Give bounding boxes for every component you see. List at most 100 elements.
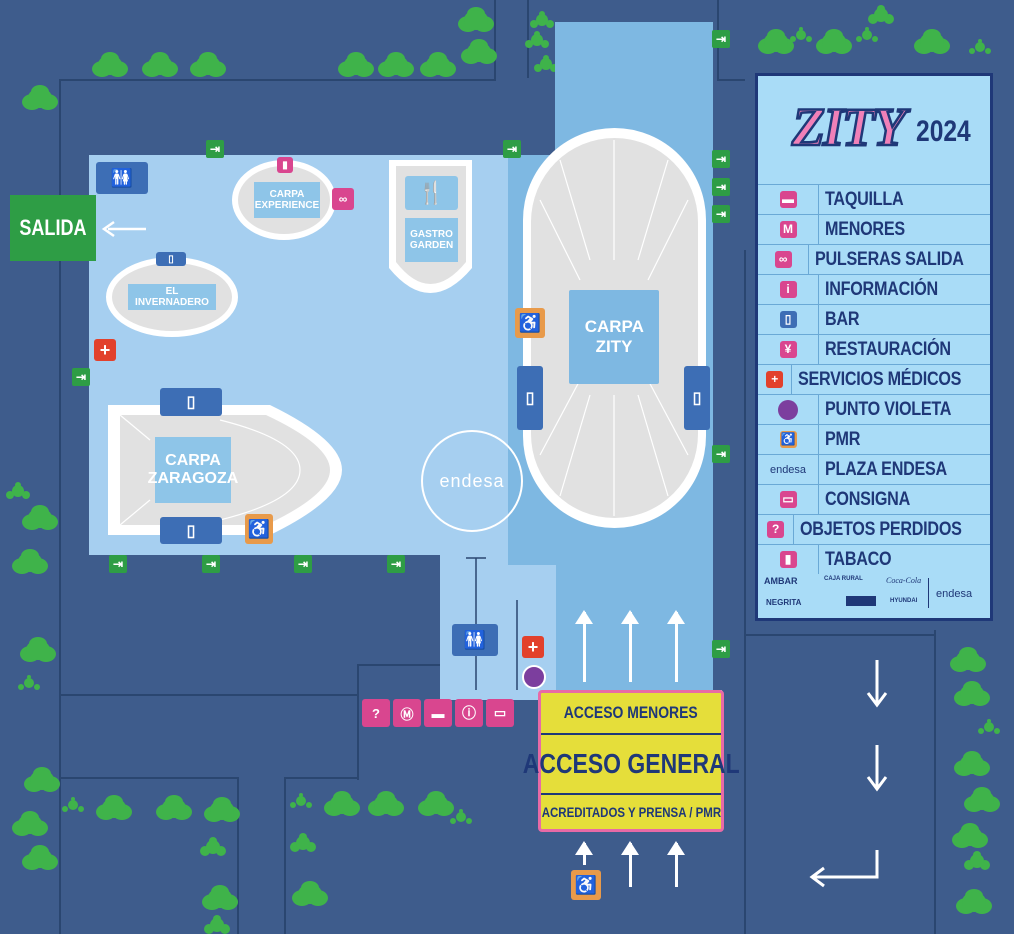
medical-cross-icon: + [522,636,544,658]
tree-icon [296,796,306,806]
sponsor-strip: AMBAR CAJA RURAL Coca-Cola NEGRITA HYUND… [758,576,990,618]
sponsor-hyundai: HYUNDAI [890,598,918,604]
cutlery-icon: 🍴 [405,176,458,210]
acceso-menores-label: ACCESO MENORES [563,703,698,722]
medical-cross-icon: + [94,339,116,361]
el-invernadero-label: EL INVERNADERO [128,284,216,310]
exit-salida-label: SALIDA [19,215,87,240]
restrooms-icon: 🚻 [96,162,148,194]
tree-icon [28,508,52,528]
carpa-zaragoza-label: CARPA ZARAGOZA [148,437,238,503]
tree-icon [18,814,42,834]
emergency-exit-icon: ⇥ [712,445,730,463]
tree-icon [30,770,54,790]
tree-icon [208,888,232,908]
beer-icon: ▯ [684,366,710,430]
tree-icon [456,812,466,822]
violet-point-icon [522,665,546,689]
beer-icon: ▯ [779,311,797,328]
tree-icon [962,892,986,912]
plaza-endesa-circle: endesa [421,430,523,532]
legend-row: ▮ TABACO [758,544,990,574]
m-badge-icon: Ⓜ [393,699,421,727]
tree-icon [98,55,122,75]
emergency-exit-icon: ⇥ [712,205,730,223]
legend-row: + SERVICIOS MÉDICOS [758,364,990,394]
tree-icon [540,58,552,70]
tree-icon [970,854,984,868]
entry-arrow-up-icon [575,610,593,682]
wheelchair-icon: ♿ [571,870,601,900]
tree-icon [464,10,488,30]
sponsor-caja: CAJA RURAL [824,576,863,582]
medical-cross-icon: + [766,371,784,388]
endesa-wordmark-icon: endesa [769,463,807,476]
cutlery-icon: ¥ [779,341,797,358]
legend-label: TABACO [825,548,892,570]
legend-label: CONSIGNA [825,488,910,510]
emergency-exit-icon: ⇥ [202,555,220,573]
tree-icon [862,30,872,40]
tree-icon [28,88,52,108]
access-gate-sign: ACCESO MENORES ACCESO GENERAL ACREDITADO… [523,690,739,832]
tree-icon [206,840,220,854]
endesa-wordmark: endesa [439,470,505,491]
tree-icon [374,794,398,814]
legend-label: BAR [825,308,860,330]
entry-arrow-up-icon [667,841,685,887]
legend-label: RESTAURACIÓN [825,338,951,360]
tree-icon [148,55,172,75]
emergency-exit-icon: ⇥ [712,178,730,196]
sponsor-endesa: endesa [936,588,973,600]
legend-label: MENORES [825,218,905,240]
violet-dot-icon [778,399,798,420]
ticket-icon: ▬ [424,699,452,727]
acreditados-prensa-label: ACREDITADOS Y PRENSA / PMR [541,804,721,820]
tree-icon [796,30,806,40]
tree-icon [467,42,491,62]
tree-icon [196,55,220,75]
legend-row: ∞PULSERAS SALIDA [758,244,990,274]
tree-icon [298,884,322,904]
legend-label: PLAZA ENDESA [825,458,947,480]
lost-found-icon: ? [767,521,785,538]
tree-icon [68,800,78,810]
emergency-exit-icon: ⇥ [712,640,730,658]
tree-icon [958,826,982,846]
tree-icon [426,55,450,75]
tobacco-icon: ▮ [779,551,797,568]
entry-arrow-up-icon [621,841,639,887]
tree-icon [822,32,846,52]
legend-row: ¥ RESTAURACIÓN [758,334,990,364]
tree-icon [960,684,984,704]
legend-label: PMR [825,428,861,450]
legend-label: TAQUILLA [825,188,904,210]
tree-icon [970,790,994,810]
legend-header: ZITY 2024 [758,76,990,184]
tree-icon [344,55,368,75]
sponsor-coca: Coca-Cola [886,576,922,585]
emergency-exit-icon: ⇥ [109,555,127,573]
legend-label: PULSERAS SALIDA [815,248,964,270]
tree-icon [764,32,788,52]
tree-icon [24,678,34,688]
legend-label: SERVICIOS MÉDICOS [798,368,962,390]
emergency-exit-icon: ⇥ [712,30,730,48]
beer-icon: ▯ [160,388,222,416]
emergency-exit-icon: ⇥ [294,555,312,573]
carpa-zity-label: CARPA ZITY [569,290,659,384]
tree-icon [102,798,126,818]
zity-logo: ZITY [791,96,907,159]
restrooms-icon: 🚻 [452,624,498,656]
exit-salida-sign[interactable]: SALIDA [10,195,96,261]
entry-arrow-up-icon [621,610,639,682]
wheelchair-icon: ♿ [245,514,273,544]
tree-icon [960,754,984,774]
sponsor-badge [846,596,876,606]
tree-icon [26,640,50,660]
